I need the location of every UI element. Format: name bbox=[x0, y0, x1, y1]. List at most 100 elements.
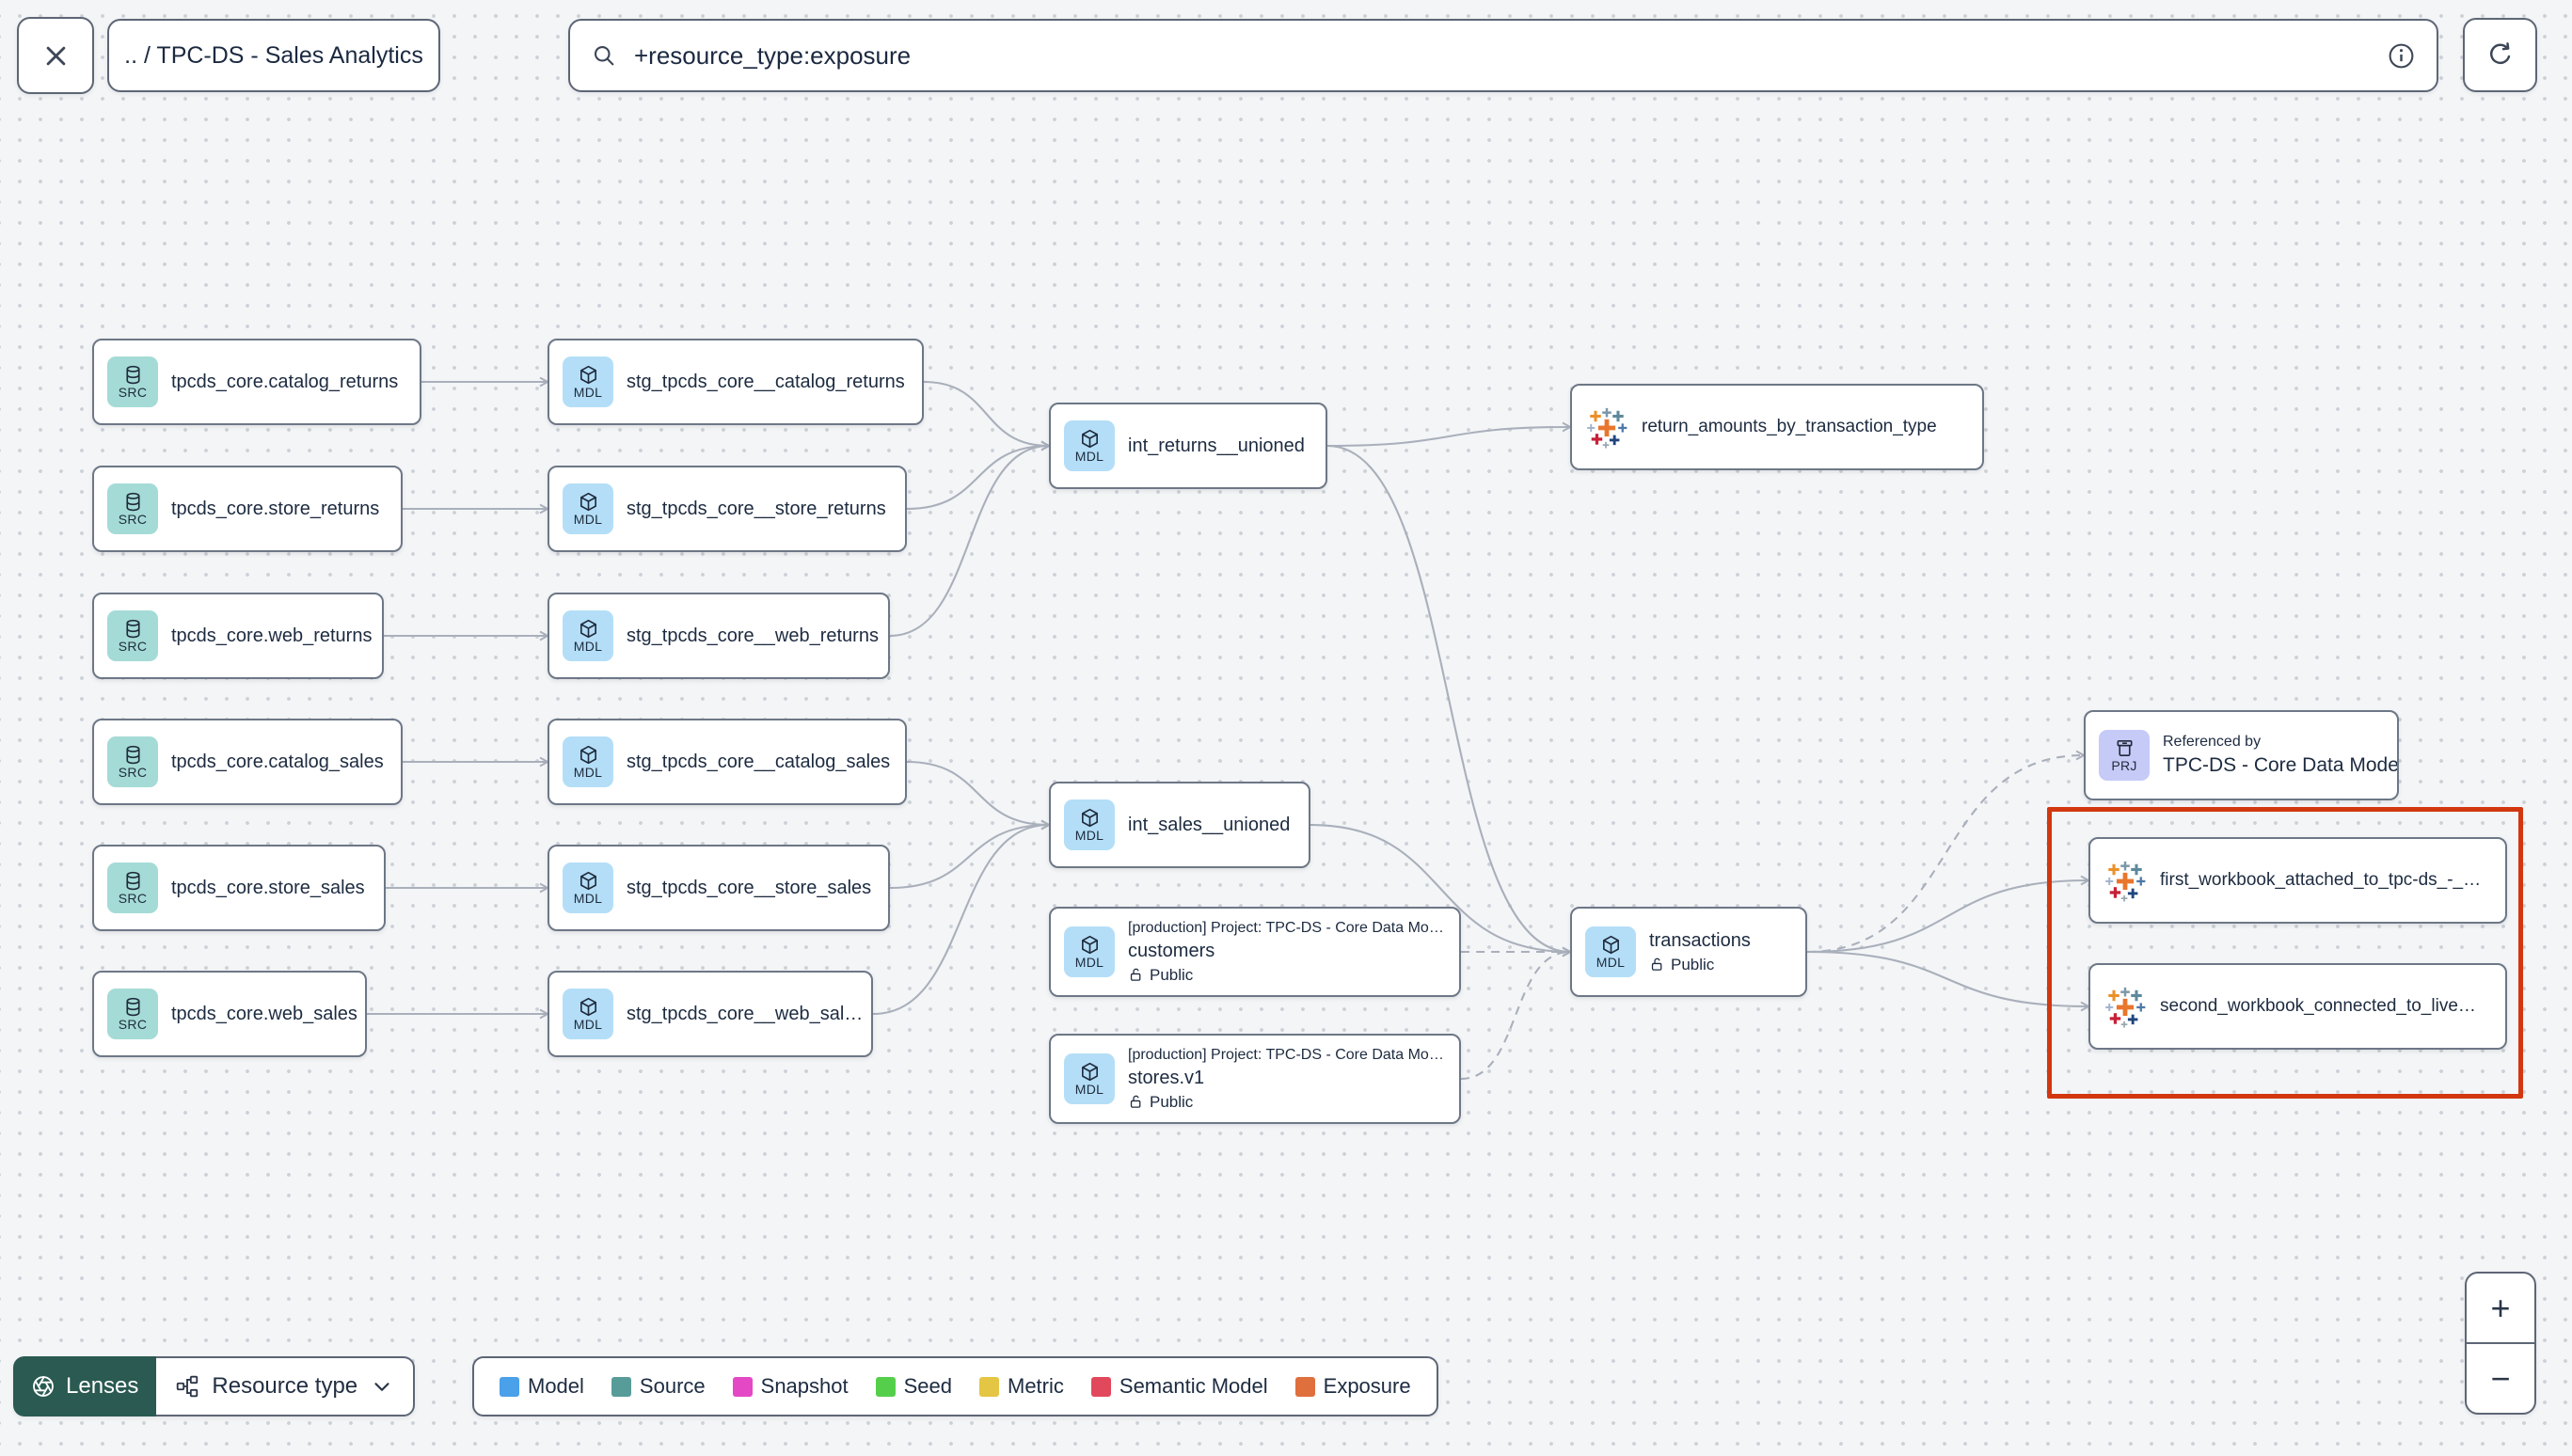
legend-item-model: Model bbox=[500, 1374, 584, 1399]
node-src_catalog_returns[interactable]: SRC tpcds_core.catalog_returns bbox=[92, 339, 421, 425]
hierarchy-icon bbox=[175, 1374, 199, 1399]
node-label: stg_tpcds_core__store_sales bbox=[627, 877, 872, 898]
node-int_returns_unioned[interactable]: MDL int_returns__unioned bbox=[1049, 403, 1327, 489]
node-src_store_sales[interactable]: SRC tpcds_core.store_sales bbox=[92, 845, 386, 931]
node-label: tpcds_core.store_returns bbox=[171, 498, 380, 519]
node-label: int_sales__unioned bbox=[1128, 814, 1291, 835]
lenses-label: Lenses bbox=[66, 1373, 139, 1399]
legend-item-seed: Seed bbox=[875, 1374, 952, 1399]
project-badge: PRJ bbox=[2099, 730, 2150, 781]
close-button[interactable] bbox=[17, 17, 94, 94]
info-icon[interactable] bbox=[2387, 41, 2416, 71]
node-label: int_returns__unioned bbox=[1128, 435, 1305, 456]
model-badge: MDL bbox=[1064, 420, 1115, 471]
edge-int_returns_unioned-to-transactions bbox=[1326, 444, 1573, 957]
lock-open-icon bbox=[1128, 967, 1144, 983]
breadcrumb-label: .. / TPC-DS - Sales Analytics bbox=[124, 41, 423, 69]
edge-transactions-to-prj_core_data_models bbox=[1806, 750, 2087, 954]
legend-label: Semantic Model bbox=[1119, 1374, 1268, 1398]
node-label: TPC-DS - Core Data Models bbox=[2163, 754, 2399, 776]
lenses-button[interactable]: Lenses bbox=[13, 1356, 157, 1416]
node-stg_catalog_sales[interactable]: MDL stg_tpcds_core__catalog_sales bbox=[548, 719, 907, 805]
legend-swatch bbox=[979, 1376, 999, 1397]
model-badge: MDL bbox=[1064, 926, 1115, 977]
node-return_amounts_by_transaction_type[interactable]: return_amounts_by_transaction_type bbox=[1570, 384, 1984, 470]
node-int_sales_unioned[interactable]: MDL int_sales__unioned bbox=[1049, 782, 1310, 868]
source-badge: SRC bbox=[107, 863, 158, 913]
zoom-in-button[interactable]: + bbox=[2467, 1274, 2534, 1344]
node-label: stg_tpcds_core__store_returns bbox=[627, 498, 886, 519]
legend-label: Snapshot bbox=[760, 1374, 849, 1398]
project-header: [production] Project: TPC-DS - Core Data… bbox=[1128, 1046, 1444, 1063]
aperture-icon bbox=[31, 1374, 56, 1399]
zoom-out-button[interactable]: − bbox=[2490, 1358, 2511, 1398]
legend-item-exposure: Exposure bbox=[1294, 1374, 1411, 1399]
model-badge: MDL bbox=[1585, 926, 1636, 977]
node-label: tpcds_core.web_returns bbox=[171, 625, 373, 646]
edge-stg_web_sales-to-int_sales_unioned bbox=[872, 819, 1052, 1016]
node-src_web_returns[interactable]: SRC tpcds_core.web_returns bbox=[92, 593, 384, 679]
node-first_workbook[interactable]: first_workbook_attached_to_tpc-ds_-_… bbox=[2088, 837, 2507, 924]
node-label: tpcds_core.catalog_sales bbox=[171, 751, 384, 772]
legend-label: Metric bbox=[1008, 1374, 1064, 1398]
edge-stores_v1-to-transactions bbox=[1460, 946, 1573, 1081]
refresh-button[interactable] bbox=[2463, 18, 2537, 92]
chevron-down-icon bbox=[370, 1374, 394, 1399]
refresh-icon bbox=[2485, 40, 2515, 70]
resource-type-dropdown[interactable]: Resource type bbox=[156, 1356, 416, 1416]
legend-item-semantic-model: Semantic Model bbox=[1090, 1374, 1268, 1399]
node-label: stores.v1 bbox=[1128, 1067, 1205, 1088]
legend-swatch bbox=[611, 1376, 631, 1397]
node-label: return_amounts_by_transaction_type bbox=[1642, 417, 1937, 436]
model-badge: MDL bbox=[1064, 1053, 1115, 1104]
source-badge: SRC bbox=[107, 736, 158, 787]
model-badge: MDL bbox=[563, 863, 613, 913]
edge-stg_store_returns-to-int_returns_unioned bbox=[906, 440, 1052, 511]
legend-swatch bbox=[732, 1376, 753, 1397]
node-stg_store_sales[interactable]: MDL stg_tpcds_core__store_sales bbox=[548, 845, 890, 931]
node-label: stg_tpcds_core__catalog_sales bbox=[627, 751, 891, 772]
search-input[interactable] bbox=[632, 40, 2372, 71]
legend-label: Exposure bbox=[1323, 1374, 1411, 1398]
legend-item-snapshot: Snapshot bbox=[732, 1374, 849, 1399]
node-label: tpcds_core.catalog_returns bbox=[171, 371, 399, 392]
source-badge: SRC bbox=[107, 356, 158, 407]
node-label: transactions bbox=[1649, 929, 1751, 951]
model-badge: MDL bbox=[563, 356, 613, 407]
close-icon bbox=[41, 41, 71, 71]
node-customers[interactable]: MDL[production] Project: TPC-DS - Core D… bbox=[1049, 907, 1461, 997]
legend-swatch bbox=[875, 1376, 896, 1397]
breadcrumb[interactable]: .. / TPC-DS - Sales Analytics bbox=[107, 19, 440, 92]
legend-swatch bbox=[500, 1376, 519, 1397]
source-badge: SRC bbox=[107, 483, 158, 534]
legend-item-metric: Metric bbox=[979, 1374, 1064, 1399]
highlight-box bbox=[2047, 807, 2523, 1099]
visibility-badge: Public bbox=[1649, 956, 1751, 974]
node-src_catalog_sales[interactable]: SRC tpcds_core.catalog_sales bbox=[92, 719, 403, 805]
source-badge: SRC bbox=[107, 610, 158, 661]
node-src_store_returns[interactable]: SRC tpcds_core.store_returns bbox=[92, 466, 403, 552]
model-badge: MDL bbox=[1064, 799, 1115, 850]
node-label: tpcds_core.store_sales bbox=[171, 877, 365, 898]
edge-transactions-to-second_workbook bbox=[1806, 950, 2091, 1012]
legend-item-source: Source bbox=[611, 1374, 706, 1399]
edge-int_returns_unioned-to-return_amounts_by_transaction_type bbox=[1326, 421, 1573, 448]
edge-stg_store_sales-to-int_sales_unioned bbox=[889, 819, 1052, 890]
legend-label: Source bbox=[639, 1374, 706, 1398]
model-badge: MDL bbox=[563, 989, 613, 1039]
node-stores_v1[interactable]: MDL [production] Project: TPC-DS - Core D… bbox=[1049, 1034, 1461, 1124]
model-badge: MDL bbox=[563, 736, 613, 787]
search-icon bbox=[591, 42, 617, 69]
zoom-control: + − bbox=[2465, 1272, 2536, 1415]
legend-label: Model bbox=[528, 1374, 584, 1398]
edge-stg_catalog_sales-to-int_sales_unioned bbox=[906, 760, 1052, 831]
legend-label: Seed bbox=[903, 1374, 952, 1398]
